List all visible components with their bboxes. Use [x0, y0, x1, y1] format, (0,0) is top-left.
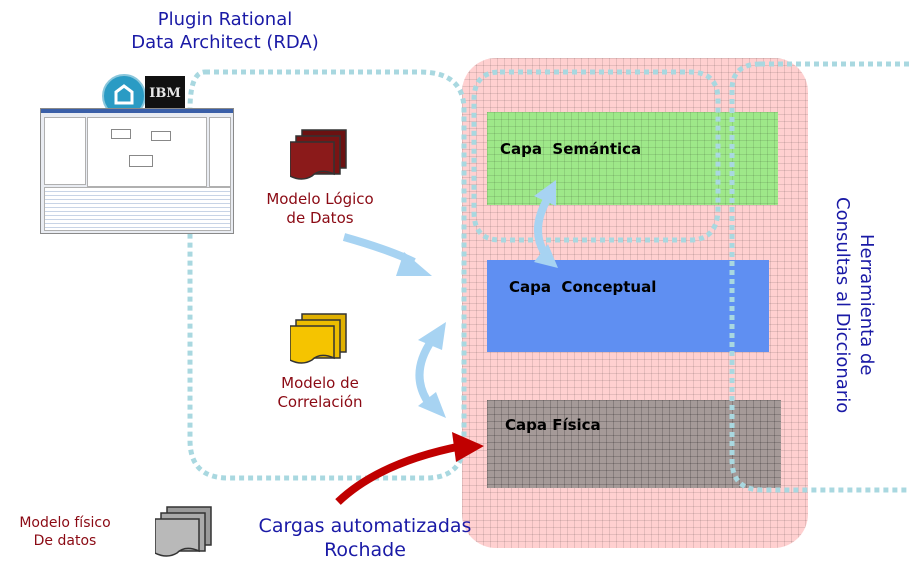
rda-screenshot [40, 108, 234, 234]
modelo-correlacion-line1: Modelo de [281, 374, 359, 392]
modelo-correlacion-line2: Correlación [277, 393, 363, 411]
modelo-fisico-icon [154, 505, 221, 559]
herramienta-label: Herramienta de Consultas al Diccionario [830, 180, 878, 430]
cargas-line1: Cargas automatizadas [258, 515, 472, 537]
arrow-corr-head-down [418, 392, 446, 418]
capa-semantica-label: Capa Semántica [500, 140, 642, 158]
herramienta-line1: Herramienta de [856, 234, 877, 376]
capa-conceptual: Capa Conceptual [487, 260, 769, 352]
plugin-title-line1: Plugin Rational [157, 9, 293, 30]
arrow-sc-head-up [534, 180, 556, 206]
cargas-label: Cargas automatizadas Rochade [225, 514, 505, 562]
herramienta-line2: Consultas al Diccionario [832, 196, 853, 414]
modelo-correlacion-label: Modelo de Correlación [250, 374, 390, 412]
capa-conceptual-label: Capa Conceptual [509, 278, 657, 296]
ibm-logo: IBM [145, 76, 185, 112]
ibm-logo-text: IBM [149, 86, 181, 101]
modelo-fisico-line2: De datos [33, 533, 97, 549]
modelo-fisico-line1: Modelo físico [19, 515, 111, 531]
arrow-corr-head-up [418, 322, 446, 350]
arrow-sc-head-down [534, 244, 558, 268]
cargas-line2: Rochade [324, 539, 406, 561]
arrow-cargas-head [452, 432, 484, 462]
modelo-fisico-label: Modelo físico De datos [2, 514, 128, 550]
modelo-logico-icon [289, 128, 356, 182]
arrow-logico-head [396, 252, 432, 276]
query-tool-dotted-boundary [729, 61, 910, 493]
arrow-correlacion [415, 337, 436, 408]
plugin-title-line2: Data Architect (RDA) [131, 32, 319, 53]
plugin-title: Plugin Rational Data Architect (RDA) [90, 8, 360, 54]
modelo-logico-line2: de Datos [286, 209, 354, 227]
modelo-logico-label: Modelo Lógico de Datos [250, 190, 390, 228]
modelo-correlacion-icon [289, 312, 356, 368]
arrow-cargas [335, 442, 463, 505]
modelo-logico-line1: Modelo Lógico [266, 190, 374, 208]
capa-fisica-label: Capa Física [505, 416, 601, 434]
semantic-dotted-boundary [471, 69, 721, 243]
rda-dotted-boundary [187, 69, 467, 481]
